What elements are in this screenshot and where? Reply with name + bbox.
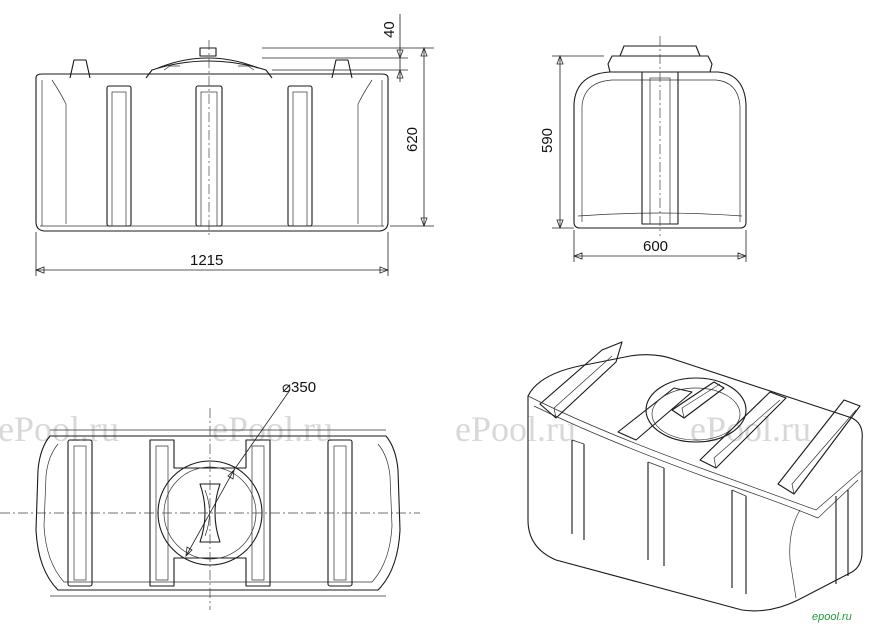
dimension-side-height: 590 [539,128,556,153]
front-view [35,40,389,236]
dimension-width: 600 [643,238,668,255]
watermark: ePool.ru [690,409,811,449]
side-view [573,36,747,236]
watermark: ePool.ru [0,409,119,449]
side-dimensions: 590 600 [539,54,748,262]
watermark: ePool.ru [455,409,576,449]
brand-logo: epool.ru [812,611,852,623]
dimension-length: 1215 [190,252,223,269]
top-view: ⌀350 [0,379,420,610]
watermark-layer: ePool.ru ePool.ru ePool.ru ePool.ru [0,409,811,449]
dimension-total-height: 620 [404,127,421,152]
dimension-lid-diameter: ⌀350 [282,379,316,396]
front-dimensions: 1215 620 40 [34,14,434,276]
dimension-lid-height: 40 [381,21,398,38]
isometric-view: epool.ru [527,341,863,623]
